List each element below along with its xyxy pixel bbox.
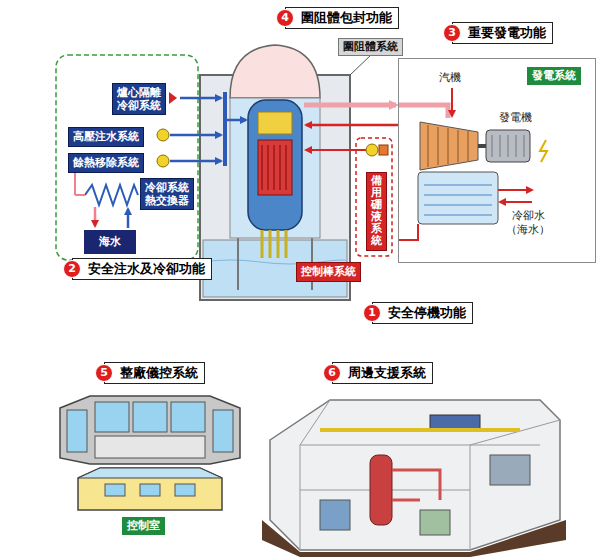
system-box: 發電系統 <box>527 67 581 85</box>
system-box: 圍阻體系統 <box>338 38 403 56</box>
system-box: 控制棒系統 <box>296 262 361 282</box>
power-panel: 汽機發電機冷卻水 （海水） 發電系統 <box>398 58 596 263</box>
callout-number: 6 <box>323 364 341 382</box>
node-text: 冷卻水 （海水） <box>503 209 554 237</box>
callout-number: 5 <box>95 364 113 382</box>
system-box: 爐心隔離冷卻系統 <box>112 83 166 115</box>
node-text: 圍阻體包封功能 <box>301 10 392 26</box>
callout-box: 圍阻體包封功能 <box>285 7 399 29</box>
node-text: 圍阻體系統 <box>343 40 398 54</box>
node-text: 發電機 <box>499 111 532 125</box>
power-panel-drawing <box>398 58 596 263</box>
system-box: 備用硼液系統 <box>366 172 387 251</box>
node-text: 重要發電功能 <box>468 25 546 41</box>
node-text: 海水 <box>86 235 134 249</box>
reactor-building <box>200 45 372 300</box>
node-text: 冷卻系統熱交換器 <box>145 181 189 207</box>
plant-building-drawing <box>262 400 566 557</box>
system-box: 高壓注水系統 <box>68 127 144 147</box>
callout-box: 安全停機功能 <box>372 302 473 324</box>
callout-box: 整廠儀控系統 <box>104 362 205 384</box>
callout-box: 重要發電功能 <box>452 22 553 44</box>
node-text: 控制棒系統 <box>301 265 356 279</box>
node-text: 備用硼液系統 <box>371 175 382 248</box>
system-box: 冷卻系統熱交換器 <box>140 178 194 210</box>
node-text: 安全停機功能 <box>388 305 466 321</box>
callout-number: 4 <box>276 9 294 27</box>
node-text: 控制室 <box>127 519 160 533</box>
callout-number: 3 <box>443 24 461 42</box>
system-box: 餘熱移除系統 <box>68 153 144 173</box>
node-text: 爐心隔離冷卻系統 <box>117 86 161 112</box>
node-text: 周邊支援系統 <box>348 365 426 381</box>
node-text: 整廠儀控系統 <box>120 365 198 381</box>
callout-box: 安全注水及冷卻功能 <box>72 258 212 280</box>
node-text: 餘熱移除系統 <box>73 156 139 170</box>
callout-number: 2 <box>63 260 81 278</box>
node-text: 高壓注水系統 <box>73 130 139 144</box>
node-text: 汽機 <box>439 71 461 85</box>
control-room-drawing <box>60 396 240 510</box>
callout-box: 周邊支援系統 <box>332 362 433 384</box>
node-text: 發電系統 <box>532 69 576 83</box>
callout-number: 1 <box>363 304 381 322</box>
system-box: 控制室 <box>122 517 165 535</box>
node-text: 安全注水及冷卻功能 <box>88 261 205 277</box>
seawater-box: 海水 <box>84 230 136 254</box>
